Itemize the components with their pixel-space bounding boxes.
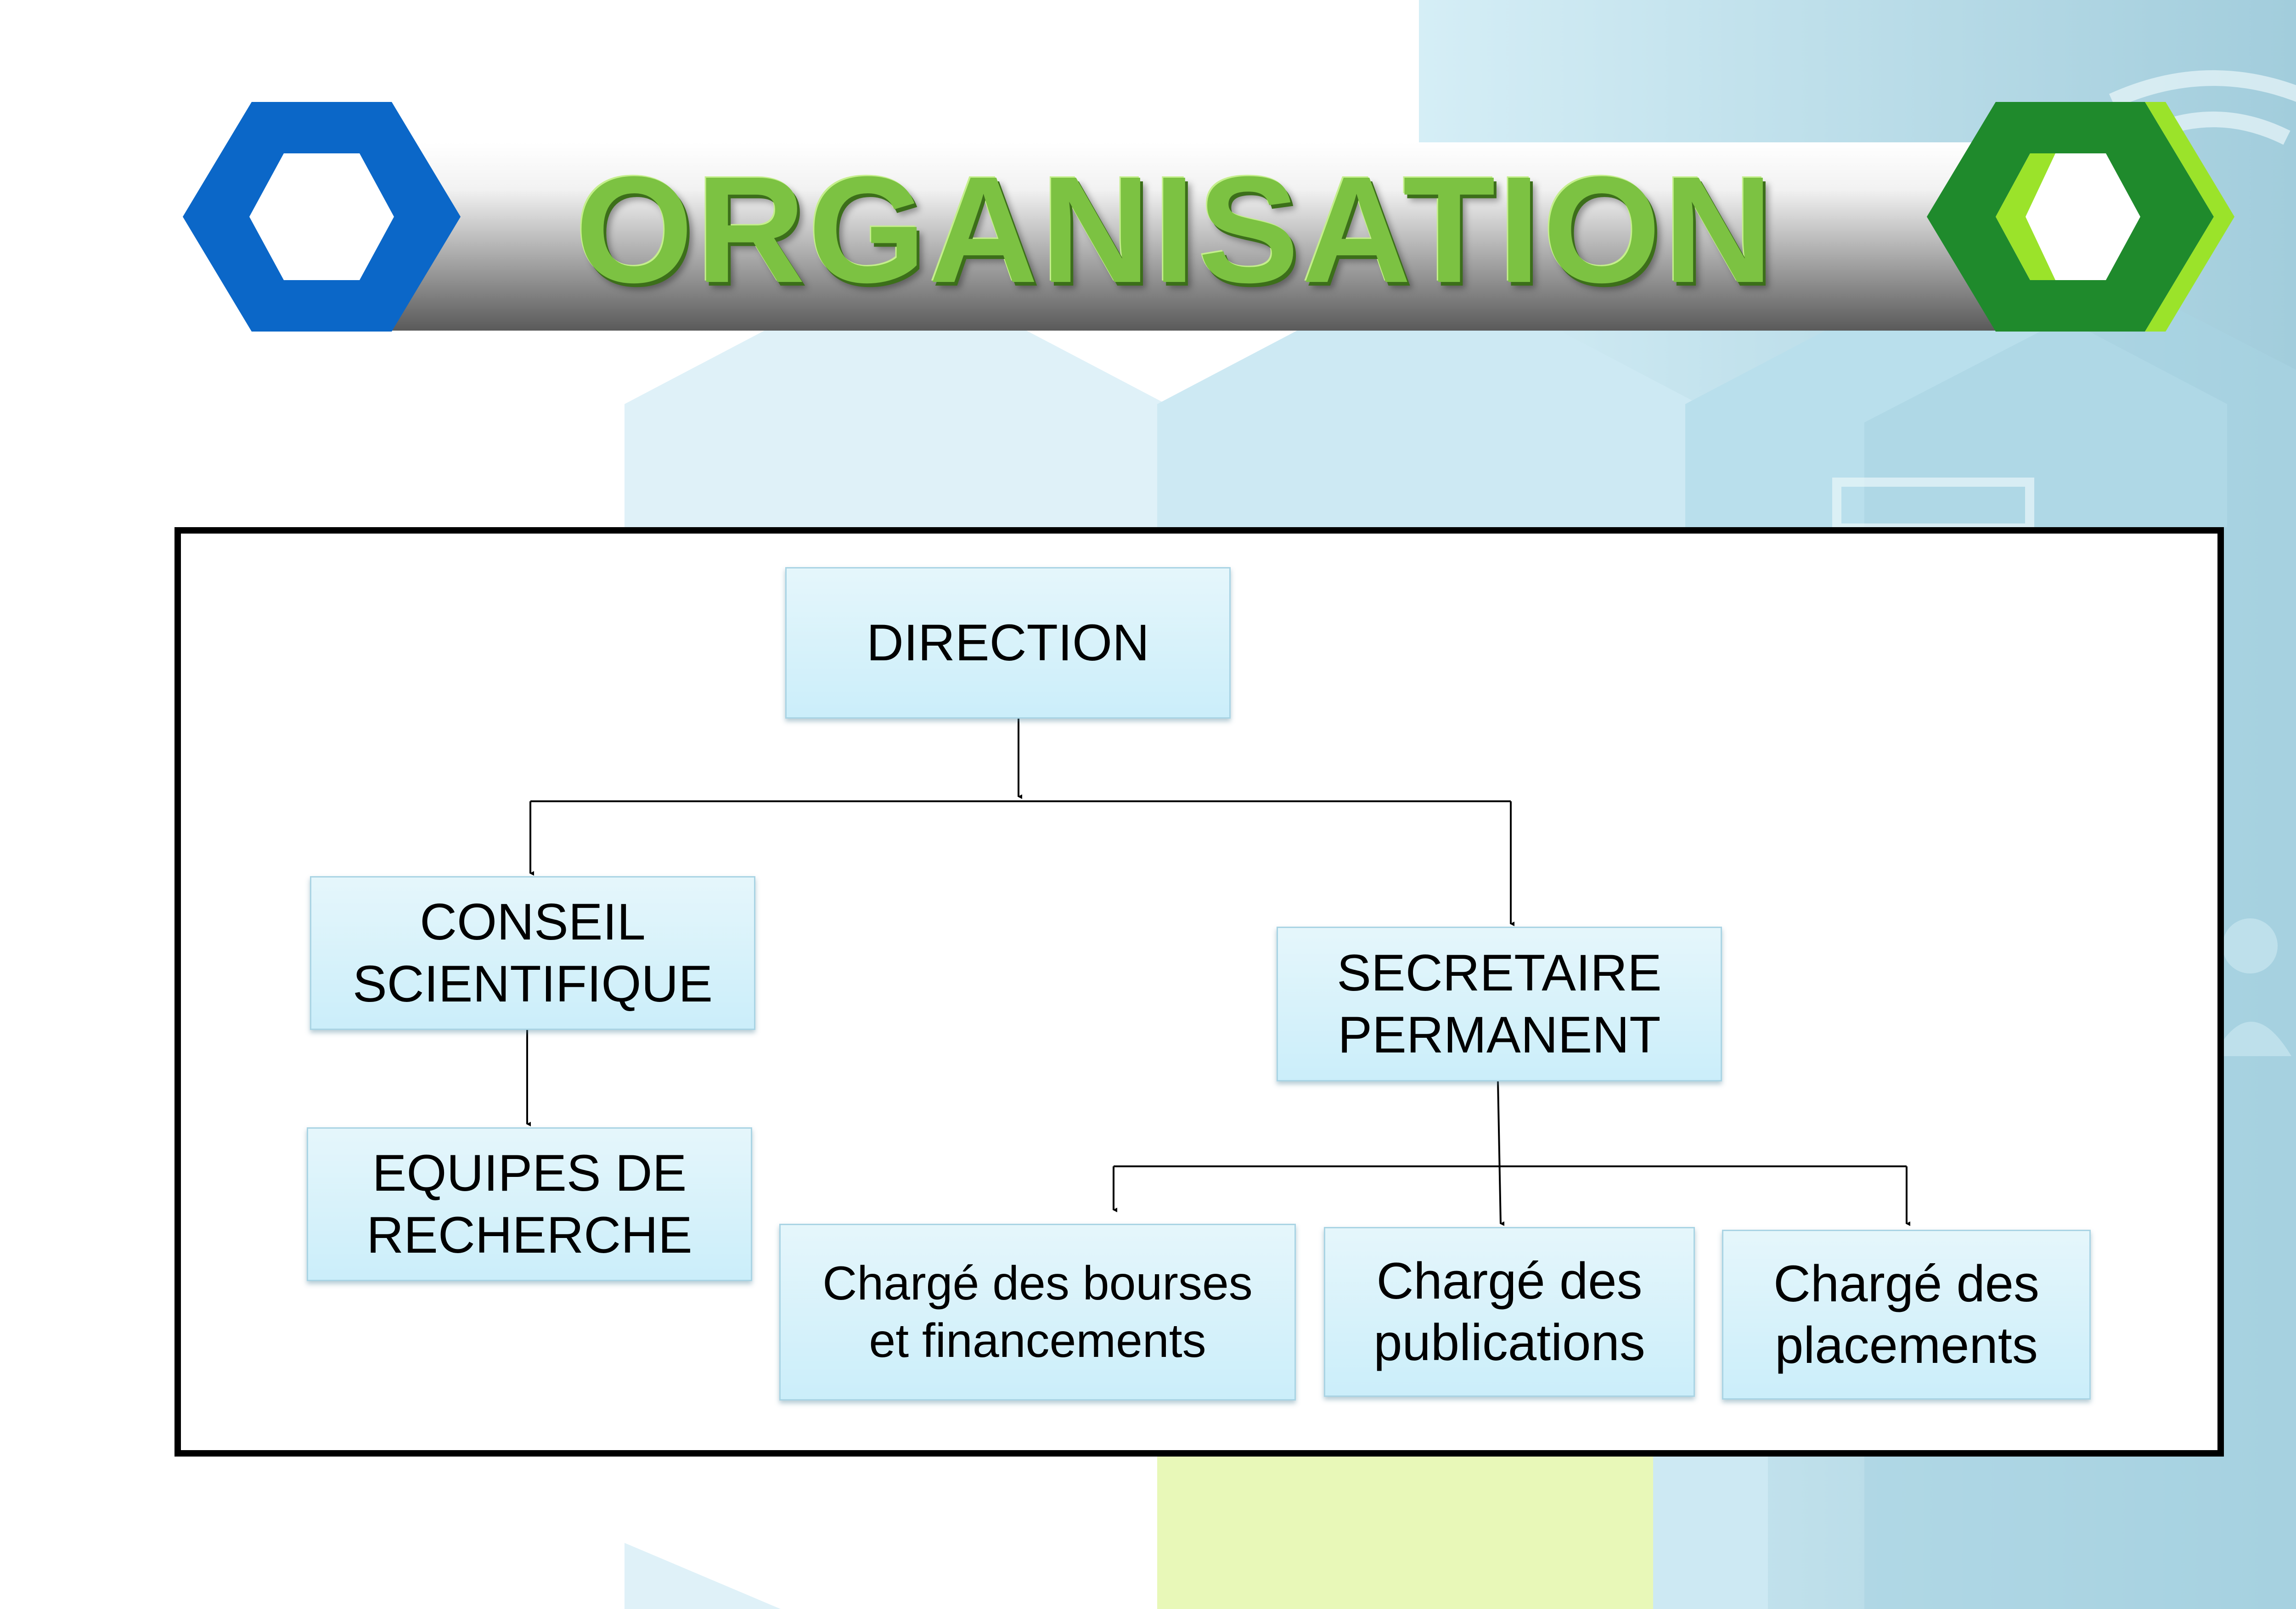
green-hexagon-ring-icon — [1927, 102, 2234, 332]
title-banner — [340, 142, 2011, 331]
node-secretaire-permanent: SECRETAIRE PERMANENT — [1277, 927, 1722, 1081]
connector-secretaire-down — [1497, 1081, 1505, 1226]
node-charge-publications: Chargé des publications — [1324, 1227, 1695, 1397]
node-charge-placements: Chargé des placements — [1722, 1230, 2091, 1400]
node-charge-bourses-financements: Chargé des bourses et financements — [779, 1224, 1296, 1401]
node-direction: DIRECTION — [785, 567, 1231, 719]
node-conseil-scientifique: CONSEIL SCIENTIFIQUE — [310, 876, 755, 1030]
blue-hexagon-ring-icon — [183, 102, 461, 332]
page-title: ORGANISATION — [575, 145, 1776, 314]
node-equipes-de-recherche: EQUIPES DE RECHERCHE — [307, 1127, 752, 1281]
